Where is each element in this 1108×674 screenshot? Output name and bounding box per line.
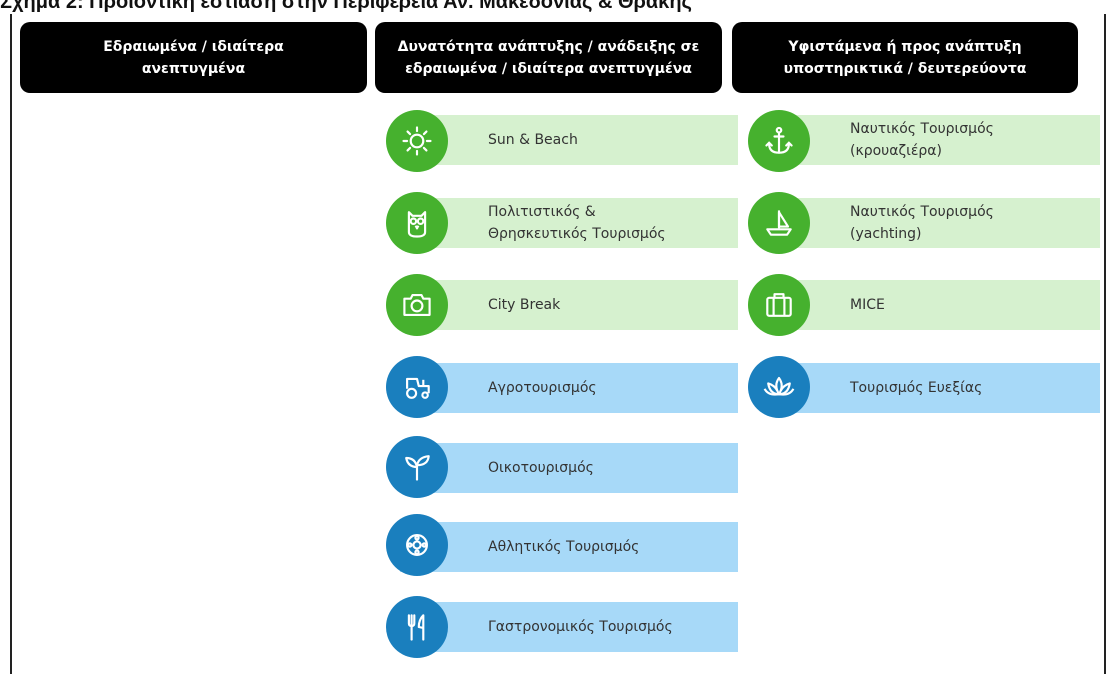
tile-gastronomy: Γαστρονομικός Τουρισμός [400,602,738,652]
tile-city-break: City Break [400,280,738,330]
tile-label: Πολιτιστικός & Θρησκευτικός Τουρισμός [488,204,666,242]
tile-cultural-religious: Πολιτιστικός & Θρησκευτικός Τουρισμός [400,198,738,248]
tile-mice: MICE [762,280,1100,330]
tile-sun-beach: Sun & Beach [400,115,738,165]
header-potential: Δυνατότητα ανάπτυξης / ανάδειξης σε εδρα… [375,22,722,93]
tile-ecotourism: Οικοτουρισμός [400,443,738,493]
header-potential-line2: εδραιωμένα / ιδιαίτερα ανεπτυγμένα [405,60,692,77]
tile-label: Ναυτικός Τουρισμός (yachting) [850,204,994,242]
sun-icon [386,110,448,172]
header-potential-line1: Δυνατότητα ανάπτυξης / ανάδειξης σε [397,38,700,55]
figure-frame [10,14,1106,674]
header-supporting: Υφιστάμενα ή προς ανάπτυξη υποστηρικτικά… [732,22,1078,93]
gear-icon [386,514,448,576]
sailboat-icon [748,192,810,254]
owl-icon [386,192,448,254]
tile-label: Ναυτικός Τουρισμός (κρουαζιέρα) [850,121,994,159]
tile-wellness: Τουρισμός Ευεξίας [762,363,1100,413]
header-supporting-line1: Υφιστάμενα ή προς ανάπτυξη [788,38,1022,55]
header-established-line2: ανεπτυγμένα [141,60,246,77]
tile-label: Αγροτουρισμός [488,380,597,396]
tile-agrotourism: Αγροτουρισμός [400,363,738,413]
tile-label: MICE [850,297,885,313]
tile-yachting: Ναυτικός Τουρισμός (yachting) [762,198,1100,248]
anchor-icon [748,110,810,172]
tile-label: Τουρισμός Ευεξίας [850,380,983,396]
lotus-icon [748,356,810,418]
tile-label: Sun & Beach [488,132,578,148]
tile-label: City Break [488,297,561,313]
tile-label: Αθλητικός Τουρισμός [488,539,640,555]
tile-label: Οικοτουρισμός [488,460,594,476]
header-established-line1: Εδραιωμένα / ιδιαίτερα [103,38,284,55]
header-established: Εδραιωμένα / ιδιαίτερα ανεπτυγμένα [20,22,367,93]
cutlery-icon [386,596,448,658]
header-supporting-line2: υποστηρικτικά / δευτερεύοντα [783,60,1027,77]
tile-label: Γαστρονομικός Τουρισμός [488,619,673,635]
tile-sports-tourism: Αθλητικός Τουρισμός [400,522,738,572]
briefcase-icon [748,274,810,336]
figure-caption: Σχήμα 2: Προϊοντική εστίαση στην Περιφέρ… [0,0,692,13]
tile-cruise: Ναυτικός Τουρισμός (κρουαζιέρα) [762,115,1100,165]
sprout-icon [386,436,448,498]
tractor-icon [386,356,448,418]
camera-icon [386,274,448,336]
